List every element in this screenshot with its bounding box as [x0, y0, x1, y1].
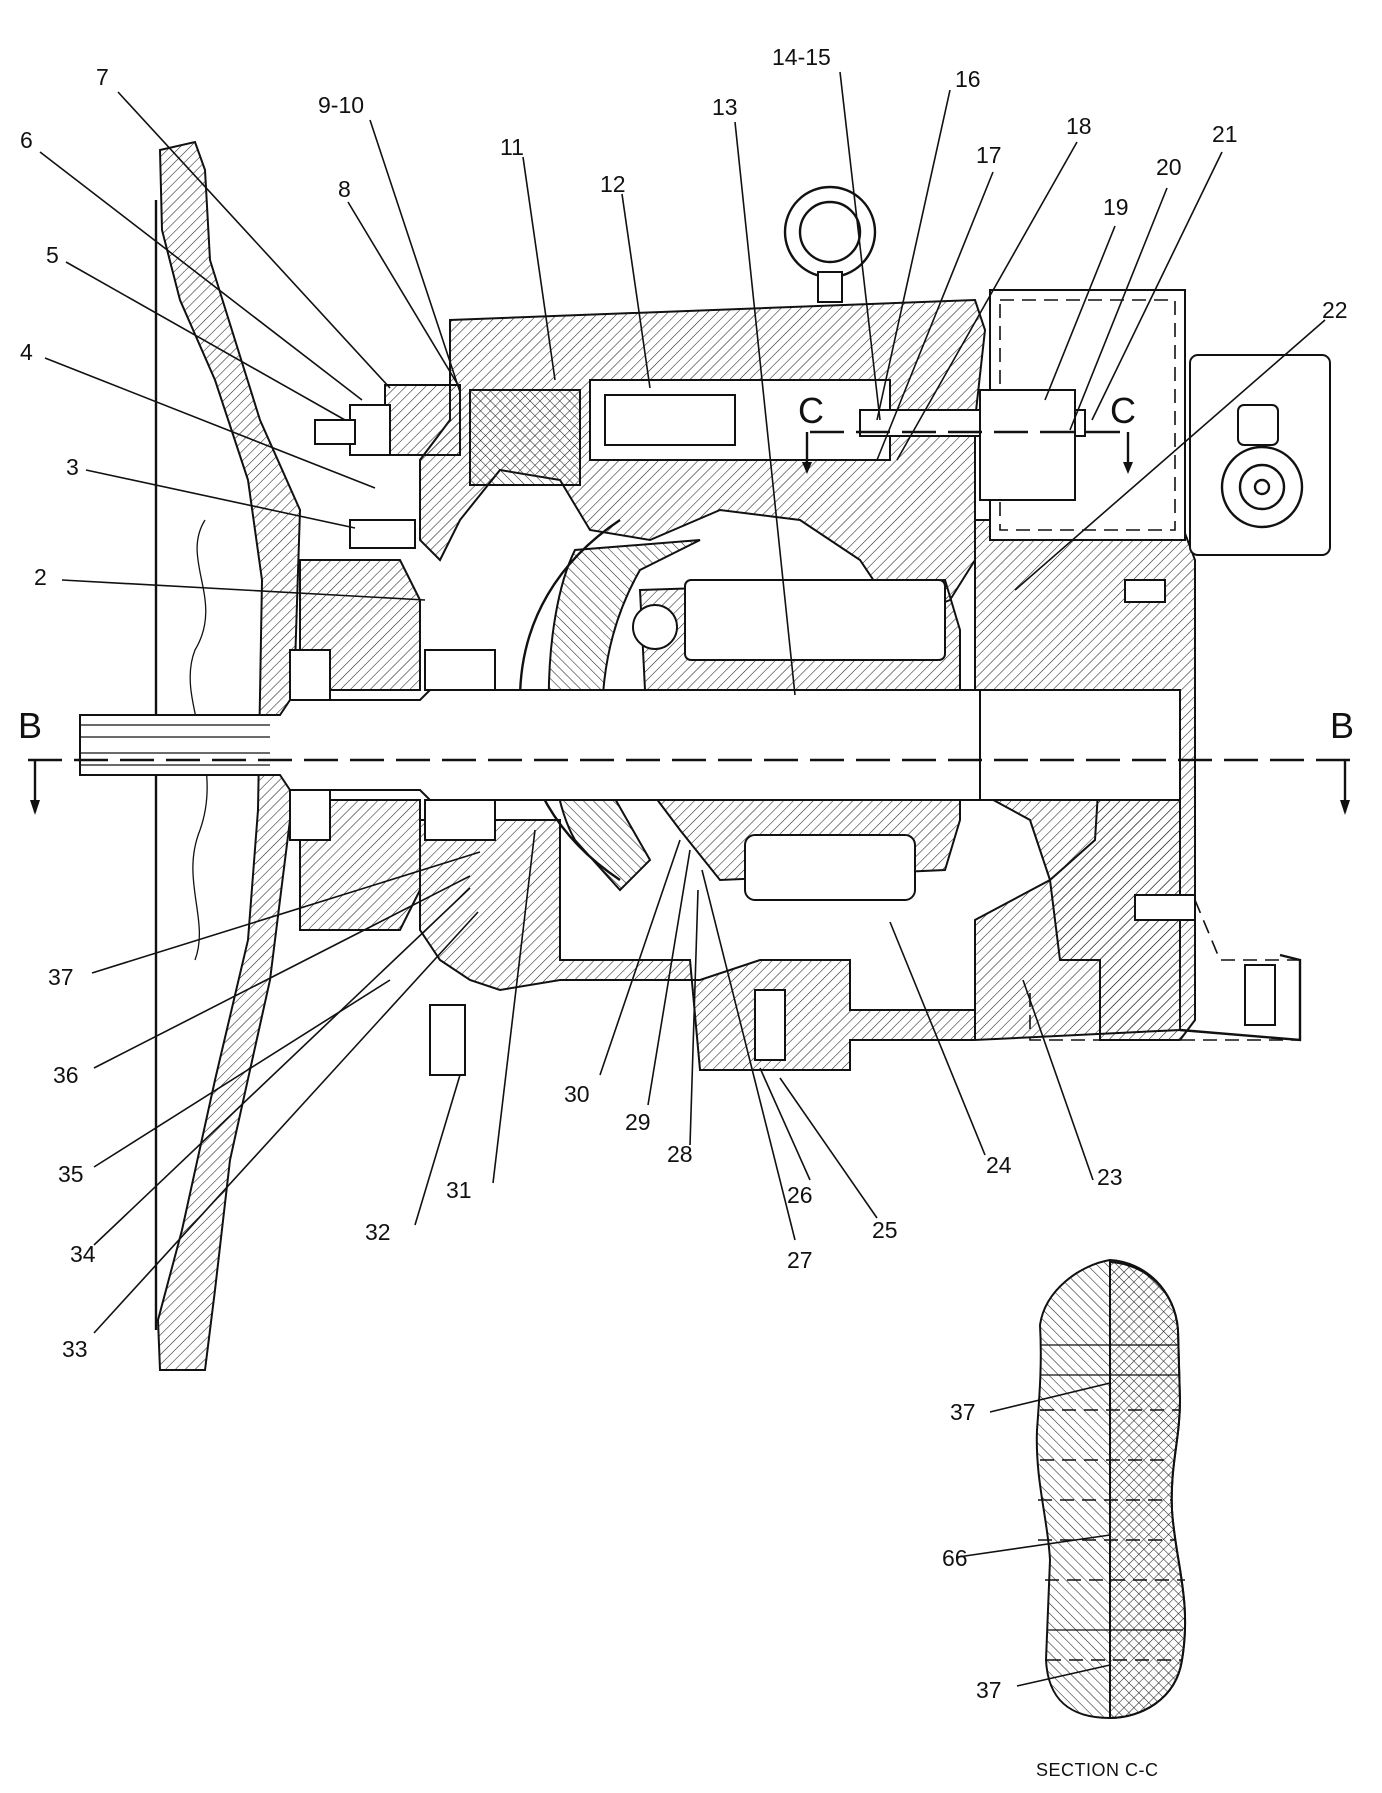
section-cc-view: 37 66 37 SECTION C-C: [942, 1258, 1187, 1780]
drive-shaft: [79, 689, 981, 801]
callout-label: 18: [1066, 113, 1092, 139]
swash-cradle: [518, 519, 621, 701]
piston-ball-upper: [632, 604, 678, 650]
callout-label: 33: [62, 1336, 88, 1362]
callout-label: 19: [1103, 194, 1129, 220]
callout-label: 22: [1322, 297, 1348, 323]
pin-right: [1124, 579, 1166, 603]
callout-label: 13: [712, 94, 738, 120]
callout-label: 20: [1156, 154, 1182, 180]
callout-label: 2: [34, 564, 47, 590]
valve-connector: [1237, 404, 1279, 446]
pump-drawing: B B C C: [18, 140, 1354, 1371]
pin-left: [349, 519, 416, 549]
callout-label: 6: [20, 127, 33, 153]
bearing-upper: [424, 649, 496, 691]
servo-cap-left: [384, 384, 461, 456]
callout-label: 3: [66, 454, 79, 480]
callout-label: 32: [365, 1219, 391, 1245]
callout-label: 21: [1212, 121, 1238, 147]
callout-label: 12: [600, 171, 626, 197]
bottom-bolt-left: [429, 1004, 466, 1076]
section-arrow-left-head: [30, 800, 40, 815]
section-c-left-head: [802, 462, 812, 474]
callout-label: 11: [500, 134, 524, 160]
callout-label: 16: [955, 66, 981, 92]
right-plug: [1134, 894, 1196, 921]
section-marker-c-right: C: [1110, 390, 1136, 431]
swashplate: [547, 539, 701, 892]
control-valve: [1189, 354, 1331, 556]
section-marker-b-left: B: [18, 705, 42, 746]
shaft-seal-upper: [289, 649, 331, 701]
callout-label: 5: [46, 242, 59, 268]
bottom-bolt-right: [1244, 964, 1276, 1026]
callout-label: 30: [564, 1081, 590, 1107]
callout-label: 37: [48, 964, 74, 990]
callout-label: 4: [20, 339, 33, 365]
valve-port: [1220, 445, 1304, 529]
control-piston: [979, 389, 1076, 501]
callout-label: 8: [338, 176, 351, 202]
lifting-eye-inner: [798, 200, 862, 264]
section-cc-title: SECTION C-C: [1036, 1760, 1159, 1780]
callout-label: 26: [787, 1182, 813, 1208]
leader-lines: [39, 71, 1326, 1334]
piston-upper: [684, 579, 946, 661]
section-arrow-right-head: [1340, 800, 1350, 815]
callout-label: 31: [446, 1177, 472, 1203]
bearing-lower: [424, 799, 496, 841]
mounting-flange: [156, 140, 302, 1371]
callout-label: 7: [96, 64, 109, 90]
callout-labels: 7 6 5 4 3 2 9-10 8 11 12 13 14-15 16 17 …: [20, 44, 1348, 1362]
end-cap-bore: [964, 689, 1181, 801]
callout-label: 34: [70, 1241, 96, 1267]
shaft-spline: [80, 724, 270, 766]
callout-label: 28: [667, 1141, 693, 1167]
piston-lower: [744, 834, 916, 901]
section-c-right-head: [1123, 462, 1133, 474]
section-cc-right-half: [1109, 1260, 1187, 1720]
callout-label: 14-15: [772, 44, 831, 70]
callout-label: 29: [625, 1109, 651, 1135]
right-foot-outline: [1179, 953, 1302, 1042]
bottom-bolt-center: [754, 989, 786, 1061]
section-cc-callout: 66: [942, 1545, 968, 1571]
lifting-eye-stem: [817, 271, 843, 303]
callout-label: 24: [986, 1152, 1012, 1178]
section-cc-callout: 37: [950, 1399, 976, 1425]
callout-label: 23: [1097, 1164, 1123, 1190]
callout-label: 17: [976, 142, 1002, 168]
valve-port-inner: [1238, 463, 1286, 511]
section-cc-callout: 37: [976, 1677, 1002, 1703]
section-marker-c-left: C: [798, 390, 824, 431]
callout-label: 27: [787, 1247, 813, 1273]
servo-piston: [604, 394, 736, 446]
shaft-seal-lower: [289, 789, 331, 841]
servo-spring: [469, 389, 581, 486]
callout-label: 25: [872, 1217, 898, 1243]
callout-label: 36: [53, 1062, 79, 1088]
servo-bolt: [314, 419, 356, 445]
callout-label: 35: [58, 1161, 84, 1187]
callout-label: 9-10: [318, 92, 364, 118]
section-marker-b-right: B: [1330, 705, 1354, 746]
valve-port-center: [1253, 478, 1271, 496]
